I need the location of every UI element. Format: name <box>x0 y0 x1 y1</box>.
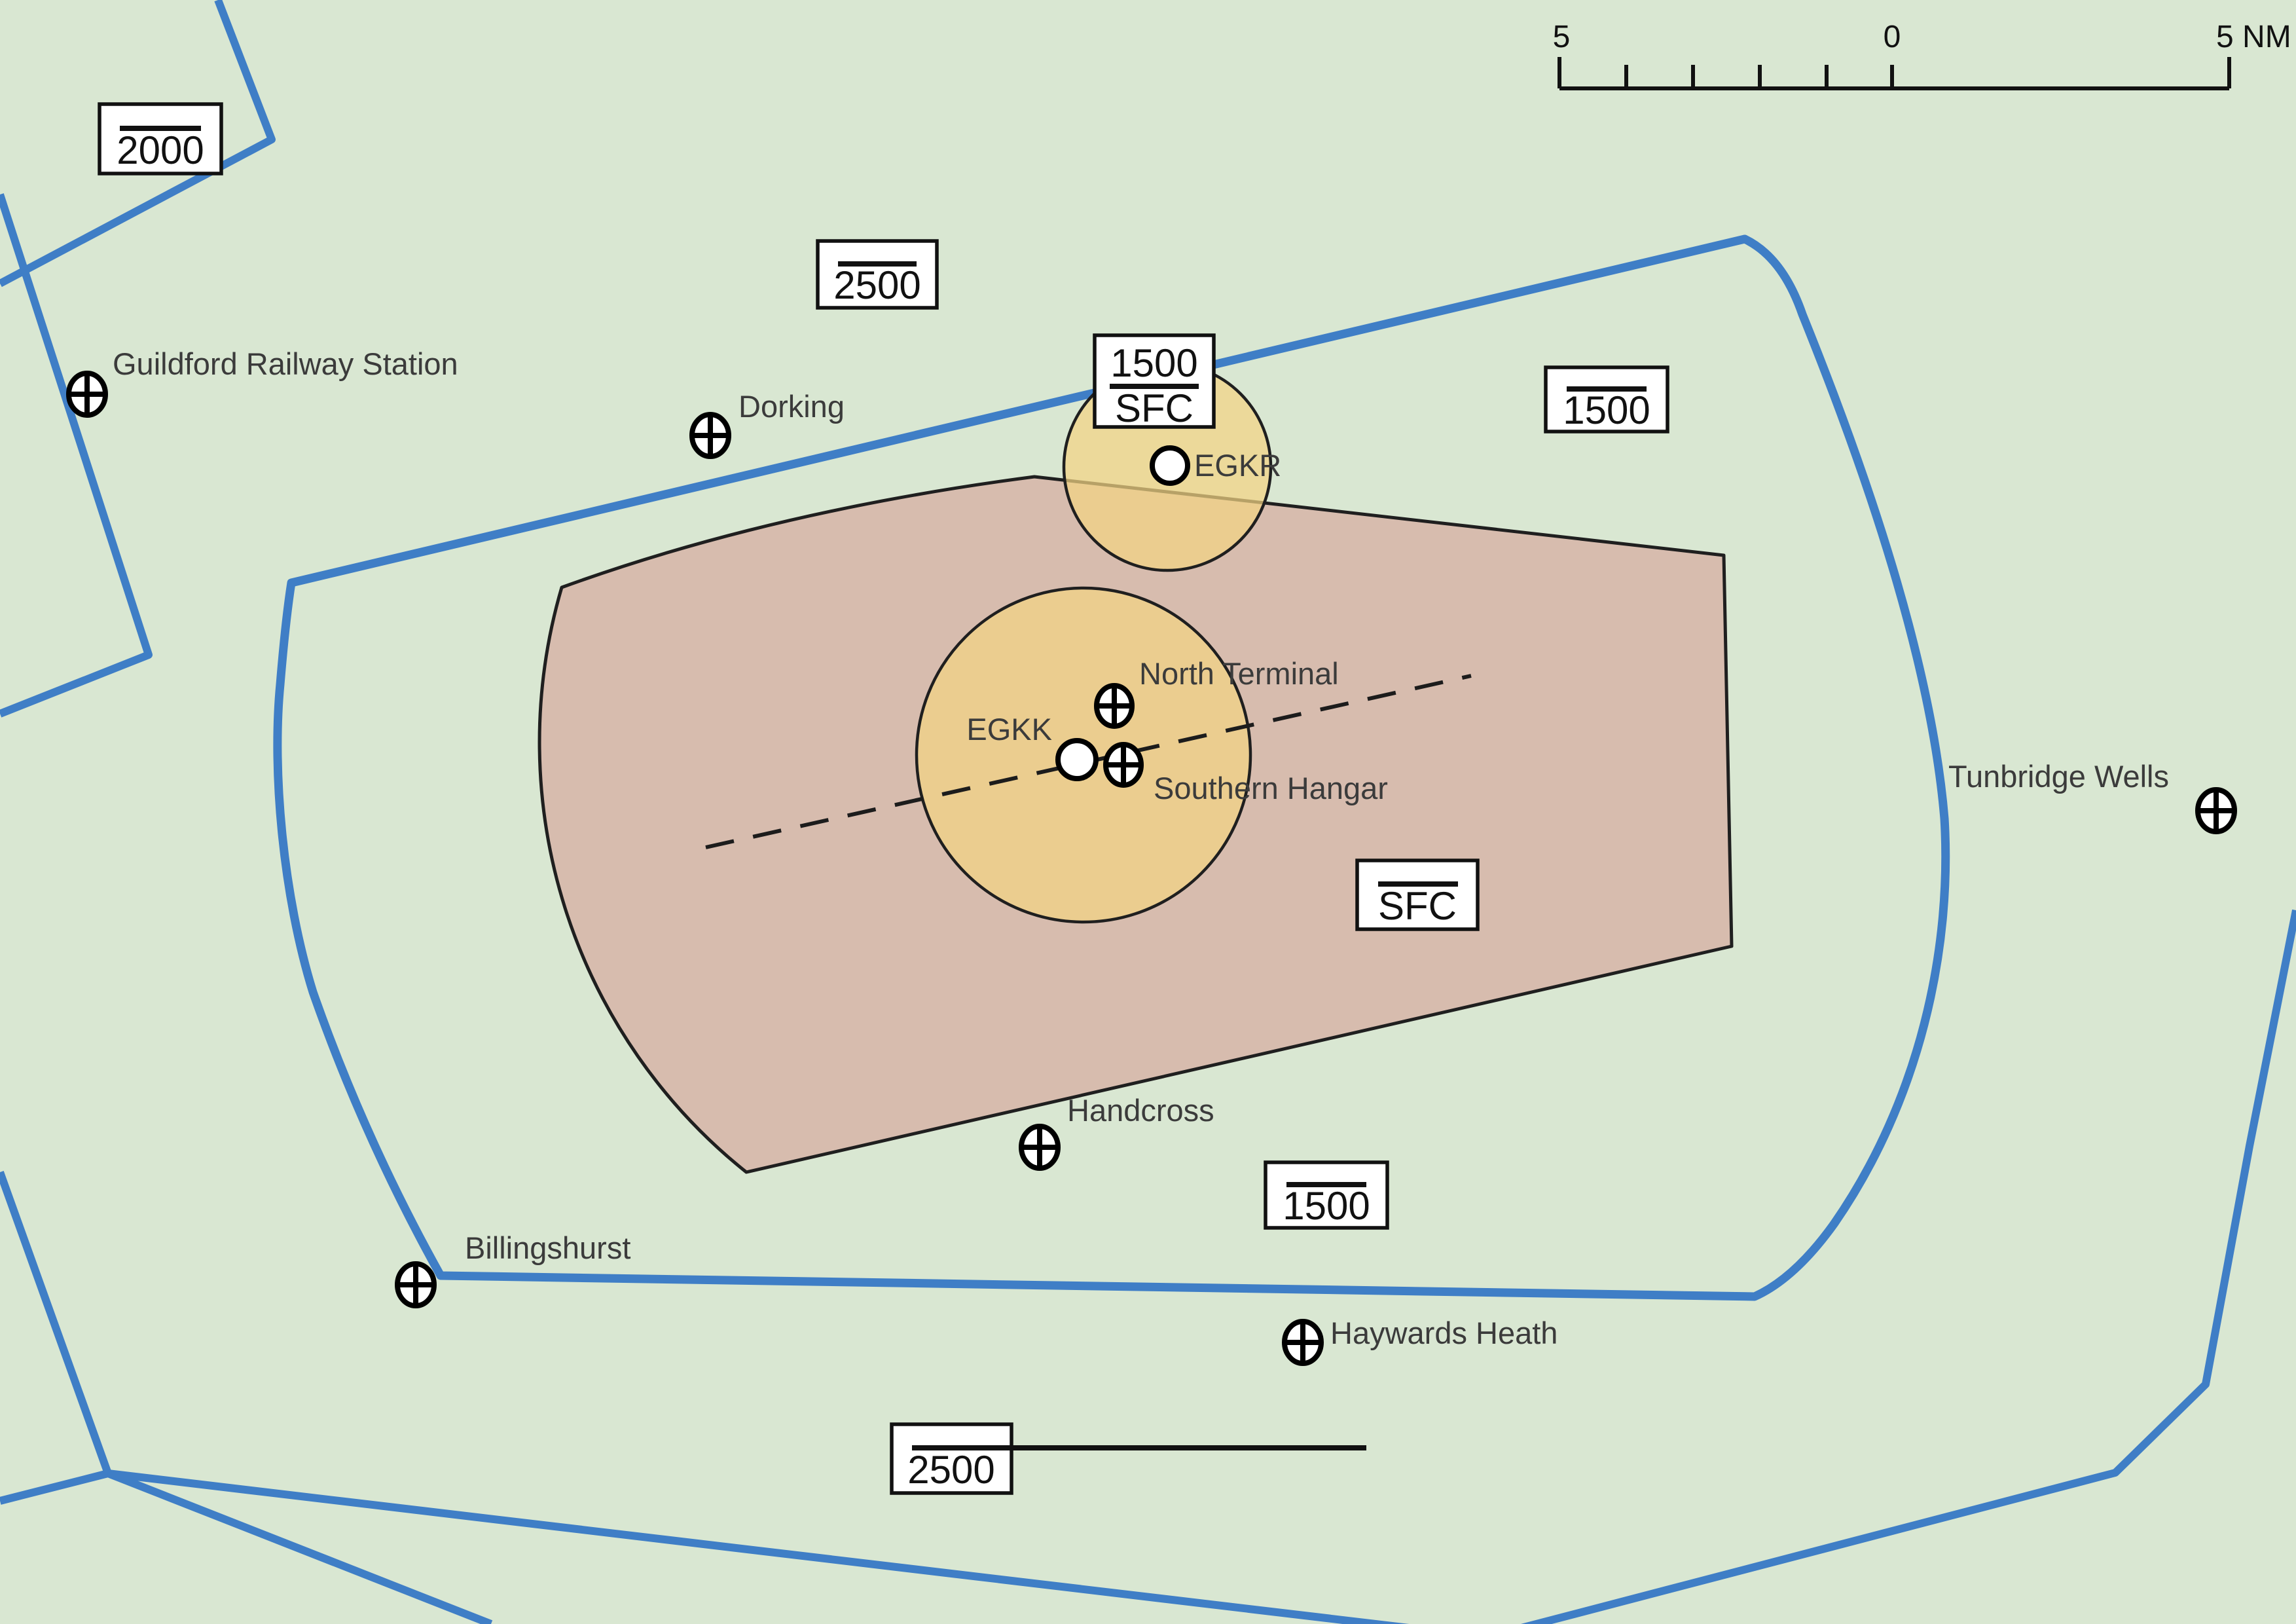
southern-hangar-label: Southern Hangar <box>1154 771 1388 805</box>
airport-symbol-egkr <box>1150 445 1190 486</box>
altitude-box-2500-south: 2500 <box>890 1422 1366 1495</box>
scale-bar: 5 0 5 NM <box>1553 20 2291 90</box>
vrp-dorking: Dorking <box>689 389 845 459</box>
boundary-northwest-sector <box>0 0 276 287</box>
north-terminal-marker <box>1094 683 1135 729</box>
vrp-billingshurst: Billingshurst <box>395 1230 630 1308</box>
vrp-symbol <box>689 412 731 459</box>
vrp-label: Tunbridge Wells <box>1948 759 2169 794</box>
boundary-south-spur <box>106 1469 493 1624</box>
altitude-box-1500-south: 1500 <box>1264 1160 1389 1230</box>
vrp-symbol <box>66 371 108 418</box>
southern-hangar-marker <box>1103 742 1144 788</box>
boundary-cta-outer <box>273 234 1950 1301</box>
airport-symbol-egkk <box>1055 738 1099 781</box>
altitude-value: 1500 <box>1283 1184 1370 1228</box>
airport-code-egkr: EGKR <box>1194 448 1281 483</box>
vrp-handcross: Handcross <box>1019 1093 1214 1171</box>
airport-egkk: EGKK North Terminal Southern Hangar <box>966 656 1388 805</box>
vrp-symbol <box>395 1261 437 1308</box>
altitude-value: 1500 <box>1563 388 1650 432</box>
boundary-west-wedge <box>0 193 153 718</box>
vrp-haywards-heath: Haywards Heath <box>1282 1316 1558 1366</box>
altitude-value: 2500 <box>907 1448 994 1492</box>
altitude-box-1500-sfc: 1500 SFC <box>1093 333 1216 430</box>
vrp-label: Dorking <box>738 389 845 424</box>
airport-egkr: EGKR <box>1150 445 1281 486</box>
vrp-label: Haywards Heath <box>1330 1316 1558 1350</box>
altitude-box-2500-top: 2500 <box>816 239 939 310</box>
vrp-label: Handcross <box>1067 1093 1214 1128</box>
vrp-label: Billingshurst <box>465 1230 630 1265</box>
scale-left-label: 5 <box>1553 20 1571 54</box>
altitude-value: 2500 <box>833 263 920 307</box>
altitude-box-2000: 2000 <box>98 102 223 175</box>
altitude-value: SFC <box>1378 884 1457 928</box>
vrp-tunbridge-wells: Tunbridge Wells <box>1948 759 2237 834</box>
boundary-southeast-sector <box>107 909 2296 1624</box>
vrp-label: Guildford Railway Station <box>113 346 458 381</box>
scale-mid-label: 0 <box>1884 20 1901 54</box>
altitude-box-1500-east: 1500 <box>1544 365 1669 434</box>
airport-code-egkk: EGKK <box>966 712 1052 747</box>
north-terminal-label: North Terminal <box>1139 656 1339 691</box>
altitude-upper-value: 1500 <box>1110 341 1197 385</box>
vrp-symbol <box>1282 1319 1324 1366</box>
vrp-symbol <box>2195 787 2237 834</box>
vrp-guildford: Guildford Railway Station <box>66 346 458 418</box>
scale-right-label: 5 NM <box>2216 20 2291 54</box>
altitude-box-sfc: SFC <box>1355 858 1480 931</box>
vrp-symbol <box>1019 1124 1061 1171</box>
altitude-value: 2000 <box>117 128 204 172</box>
altitude-lower-value: SFC <box>1115 386 1194 430</box>
